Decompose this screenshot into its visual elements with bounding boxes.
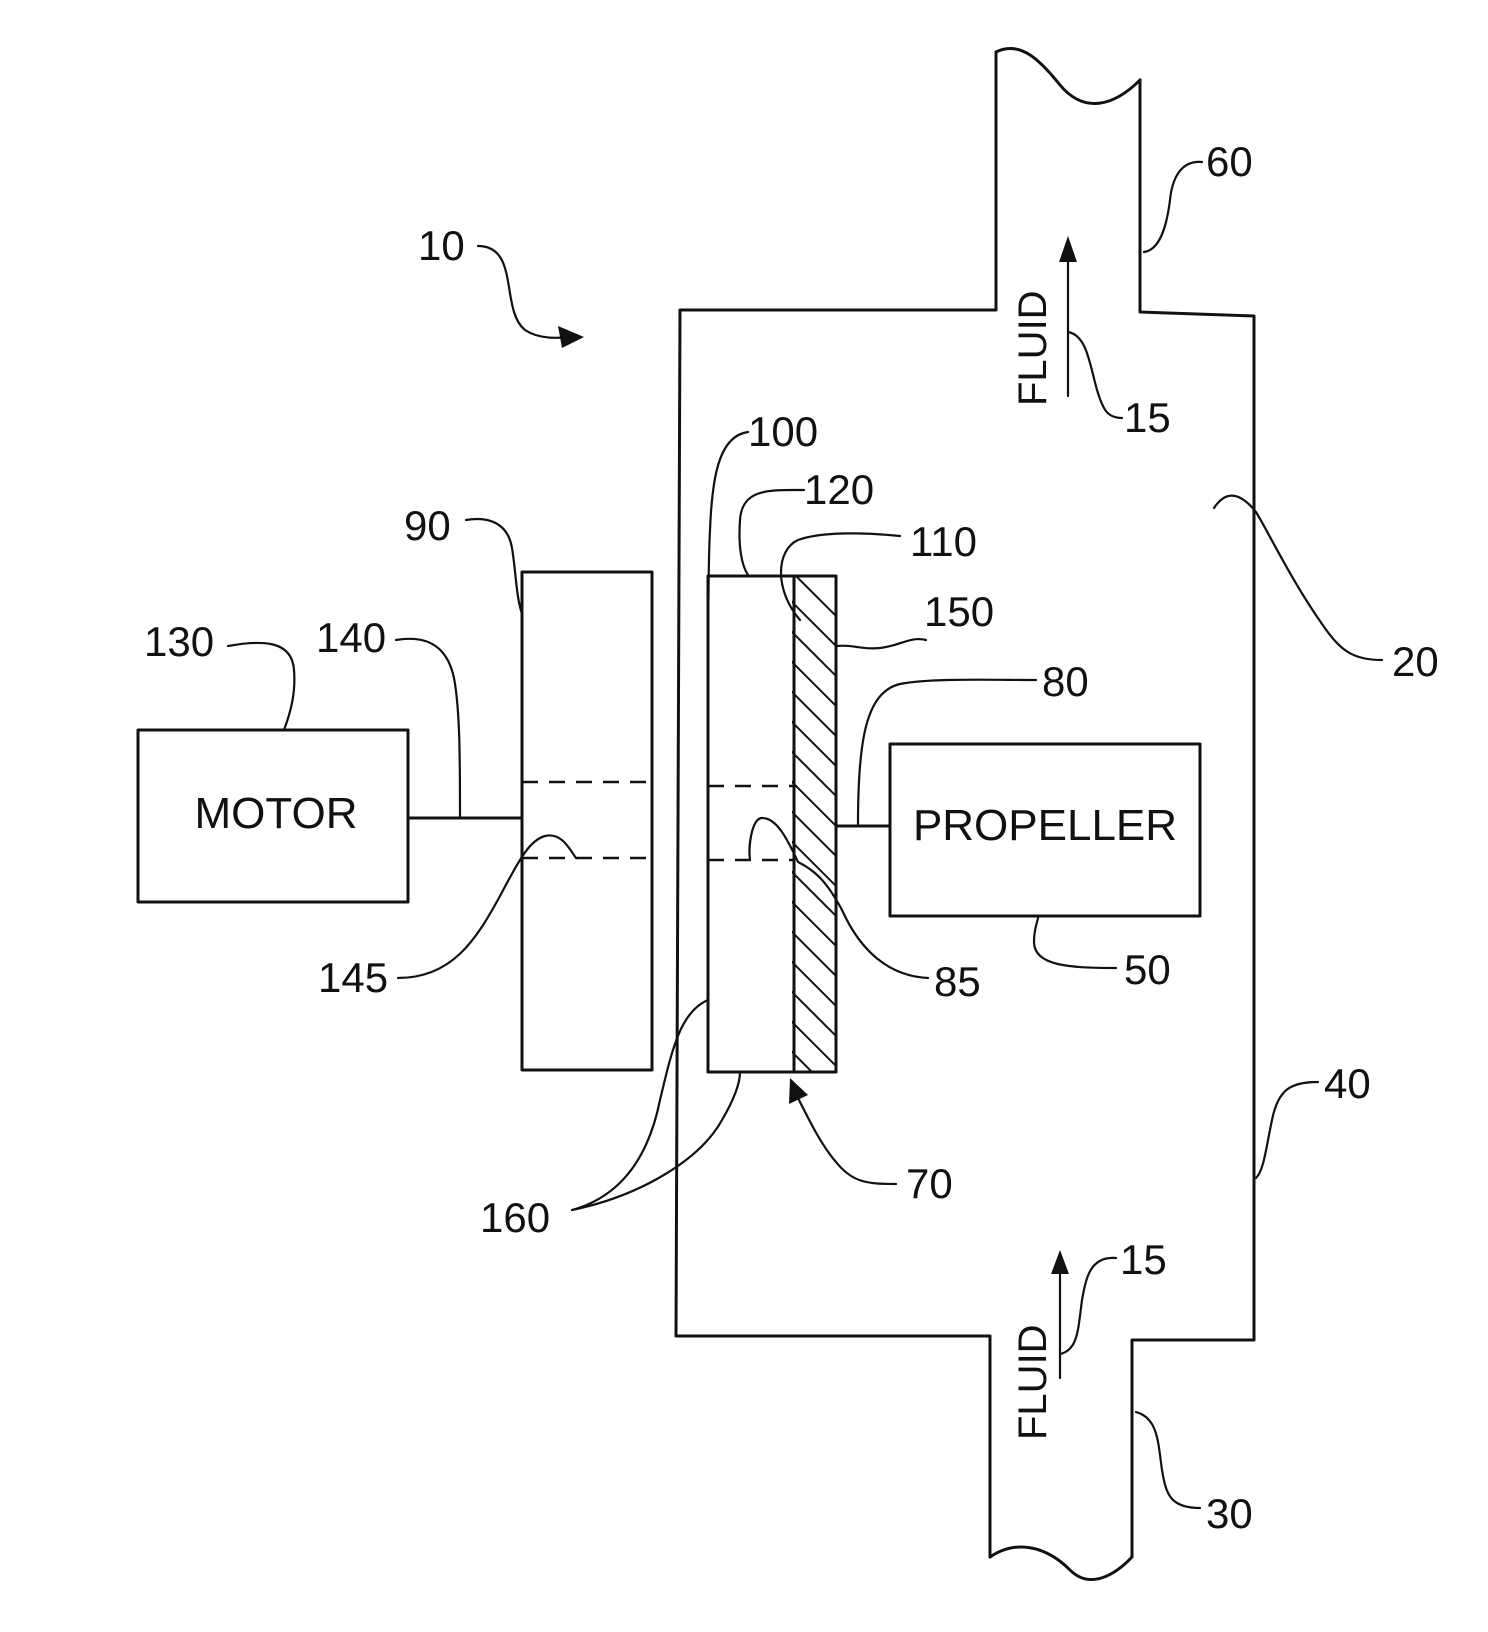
drive-magnet	[522, 572, 652, 1070]
arrowhead-10	[558, 326, 584, 348]
ref-70: 70	[906, 1160, 953, 1207]
ref-145: 145	[318, 954, 388, 1001]
leader-130	[228, 643, 294, 730]
leader-160-b	[572, 1072, 740, 1210]
ref-160: 160	[480, 1194, 550, 1241]
fluid-label-top: FLUID	[1011, 290, 1055, 406]
ref-40: 40	[1324, 1060, 1371, 1107]
leader-15-top	[1068, 332, 1122, 418]
leader-100	[708, 432, 748, 614]
leader-15-bottom	[1060, 1258, 1116, 1354]
ref-60: 60	[1206, 138, 1253, 185]
ref-130: 130	[144, 618, 214, 665]
fluid-arrowhead-top	[1059, 236, 1077, 262]
driven-magnet	[708, 576, 794, 1072]
shroud-hatching	[780, 560, 850, 1110]
leader-85	[750, 818, 929, 978]
shroud-plate	[794, 576, 836, 1072]
ref-110: 110	[910, 518, 977, 565]
ref-120: 120	[804, 466, 874, 513]
ref-20: 20	[1392, 638, 1439, 685]
fluid-arrowhead-bottom	[1051, 1250, 1069, 1274]
leader-30	[1136, 1412, 1200, 1508]
ref-90: 90	[404, 502, 451, 549]
ref-50: 50	[1124, 946, 1171, 993]
ref-100: 100	[748, 408, 818, 455]
ref-85: 85	[934, 958, 981, 1005]
ref-30: 30	[1206, 1490, 1253, 1537]
inlet-pipe-break	[990, 1547, 1132, 1579]
propeller-label: PROPELLER	[913, 801, 1177, 850]
ref-15-bottom: 15	[1120, 1236, 1167, 1283]
leader-90	[466, 519, 522, 614]
fluid-label-bottom: FLUID	[1011, 1324, 1055, 1440]
leader-140	[396, 639, 460, 818]
leader-40	[1256, 1082, 1318, 1178]
leader-70	[798, 1098, 896, 1184]
outlet-pipe-break	[996, 48, 1140, 103]
leader-20	[1214, 496, 1382, 660]
leader-150	[838, 639, 926, 648]
leader-60	[1144, 162, 1202, 252]
leader-lines	[228, 162, 1382, 1508]
leader-50	[1034, 918, 1116, 968]
ref-15-top: 15	[1124, 394, 1171, 441]
leader-120	[739, 490, 804, 575]
ref-10: 10	[418, 222, 465, 269]
leader-160-a	[572, 1000, 708, 1210]
ref-80: 80	[1042, 658, 1089, 705]
ref-150: 150	[924, 588, 994, 635]
ref-140: 140	[316, 614, 386, 661]
leader-10	[478, 246, 572, 338]
motor-label: MOTOR	[195, 789, 358, 838]
